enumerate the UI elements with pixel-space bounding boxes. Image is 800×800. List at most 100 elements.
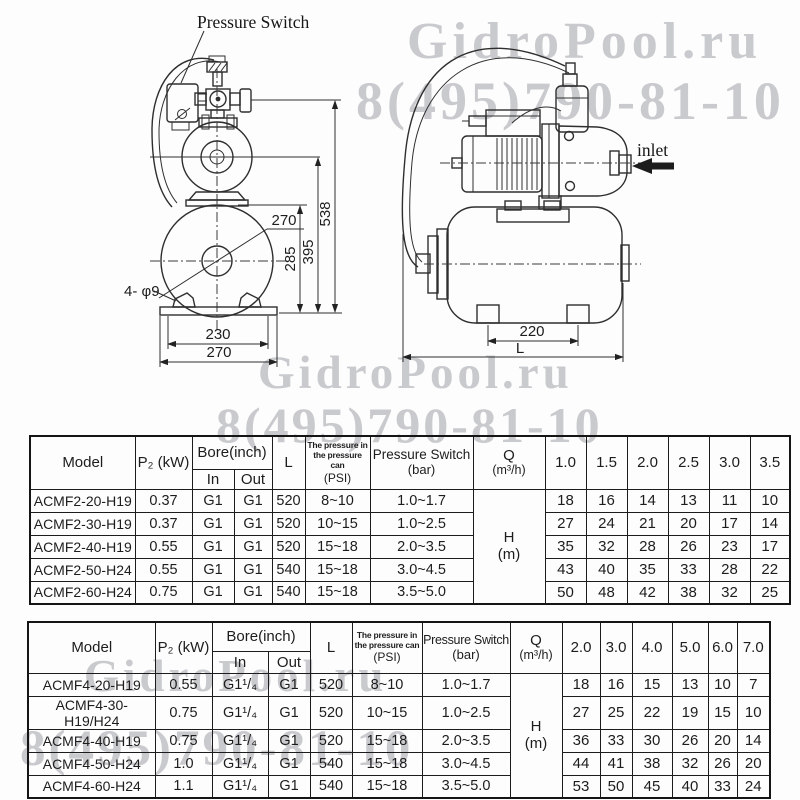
model-header: Model (27, 621, 156, 674)
head-value-cell: 7 (736, 672, 771, 697)
dim-total-length: L (516, 340, 524, 357)
head-value-cell: 14 (626, 488, 669, 513)
flow-rate-value-header: 1.5 (585, 435, 628, 490)
watermark-phone: 8(495)790-81-10 (356, 71, 785, 131)
flow-header: Q (m³/h) (509, 621, 563, 674)
pressure-switch-header: Pressure Switch (bar) (369, 435, 474, 490)
bore-out-cell: G1 (267, 695, 311, 730)
flow-rate-value-header: 7.0 (736, 621, 771, 674)
head-unit-cell: H(m) (509, 672, 563, 799)
psi-cell: 10~15 (304, 511, 371, 536)
head-value-cell: 10 (707, 672, 738, 697)
pressure-switch-header: Pressure Switch (bar) (421, 621, 511, 674)
inlet-label: inlet (637, 140, 668, 160)
length-cell: 540 (271, 580, 306, 605)
side-view-drawing: inlet 220 L (401, 47, 674, 362)
switch-bar-cell: 3.0~4.5 (369, 557, 474, 582)
head-value-cell: 22 (749, 557, 791, 582)
spec-table-acmf2: Model P₂ (kW) Bore(inch) L The pressure … (29, 435, 792, 605)
psi-cell: 15~18 (304, 534, 371, 559)
bore-out-cell: G1 (233, 511, 273, 536)
bore-in-cell: G1 (191, 534, 235, 559)
head-value-cell: 35 (544, 534, 587, 559)
bore-in-cell: G1¹/₄ (211, 751, 269, 776)
switch-bar-cell: 1.0~2.5 (369, 511, 474, 536)
head-value-cell: 50 (599, 774, 633, 799)
bore-out-cell: G1 (233, 534, 273, 559)
flow-rate-value-header: 6.0 (707, 621, 738, 674)
head-value-cell: 45 (631, 774, 673, 799)
bore-out-cell: G1 (233, 580, 273, 605)
head-value-cell: 32 (585, 534, 628, 559)
switch-bar-cell: 3.5~5.0 (369, 580, 474, 605)
psi-cell: 8~10 (351, 672, 423, 697)
model-cell: ACMF2-40-H19 (29, 534, 136, 559)
model-cell: ACMF4-60-H24 (27, 774, 156, 799)
head-value-cell: 28 (708, 557, 751, 582)
head-value-cell: 10 (736, 695, 771, 730)
model-cell: ACMF2-30-H19 (29, 511, 136, 536)
model-cell: ACMF4-30-H19/H24 (27, 695, 156, 730)
length-cell: 540 (271, 557, 306, 582)
pressure-switch-box (166, 83, 199, 123)
head-value-cell: 32 (671, 751, 709, 776)
power-cell: 1.1 (154, 774, 213, 799)
bore-in-cell: G1¹/₄ (211, 695, 269, 730)
head-value-cell: 25 (599, 695, 633, 730)
head-value-cell: 35 (626, 557, 669, 582)
dim-base-width: 270 (206, 344, 231, 361)
dim-tank-top-height: 285 (282, 246, 299, 271)
length-header: L (309, 621, 353, 674)
flow-header: Q (m³/h) (472, 435, 546, 490)
head-value-cell: 33 (707, 774, 738, 799)
bore-in-cell: G1¹/₄ (211, 774, 269, 799)
model-cell: ACMF2-50-H24 (29, 557, 136, 582)
length-cell: 520 (309, 695, 353, 730)
bore-in-cell: G1¹/₄ (211, 672, 269, 697)
flow-rate-value-header: 4.0 (631, 621, 673, 674)
power-cell: 1.0 (154, 751, 213, 776)
psi-cell: 15~18 (351, 774, 423, 799)
head-value-cell: 43 (544, 557, 587, 582)
flow-rate-value-header: 1.0 (544, 435, 587, 490)
head-value-cell: 20 (736, 751, 771, 776)
model-cell: ACMF2-60-H24 (29, 580, 136, 605)
head-value-cell: 27 (561, 695, 601, 730)
technical-drawings: Pressure Switch (124, 12, 674, 367)
head-value-cell: 40 (671, 774, 709, 799)
head-value-cell: 10 (749, 488, 791, 513)
bore-out-cell: G1 (267, 774, 311, 799)
head-value-cell: 24 (736, 774, 771, 799)
head-value-cell: 16 (599, 672, 633, 697)
switch-bar-cell: 1.0~1.7 (421, 672, 511, 697)
flow-rate-value-header: 2.0 (561, 621, 601, 674)
head-value-cell: 33 (667, 557, 710, 582)
switch-bar-cell: 2.0~3.5 (369, 534, 474, 559)
psi-cell: 8~10 (304, 488, 371, 513)
head-value-cell: 53 (561, 774, 601, 799)
bore-in-cell: G1 (191, 511, 235, 536)
bore-in-header: In (211, 650, 269, 674)
bore-out-cell: G1 (267, 751, 311, 776)
head-value-cell: 44 (561, 751, 601, 776)
model-cell: ACMF2-20-H19 (29, 488, 136, 513)
bore-out-cell: G1 (233, 488, 273, 513)
power-cell: 0.75 (154, 695, 213, 730)
head-value-cell: 16 (585, 488, 628, 513)
length-cell: 520 (271, 488, 306, 513)
head-value-cell: 24 (585, 511, 628, 536)
pump-body (558, 125, 628, 197)
bore-in-cell: G1 (191, 580, 235, 605)
head-value-cell: 19 (671, 695, 709, 730)
head-value-cell: 38 (631, 751, 673, 776)
bore-out-cell: G1 (267, 672, 311, 697)
head-value-cell: 21 (626, 511, 669, 536)
front-view-drawing: Pressure Switch (124, 12, 342, 367)
switch-bar-cell: 2.0~3.5 (421, 728, 511, 753)
flow-rate-value-header: 3.0 (708, 435, 751, 490)
head-value-cell: 33 (599, 728, 633, 753)
length-cell: 540 (309, 751, 353, 776)
